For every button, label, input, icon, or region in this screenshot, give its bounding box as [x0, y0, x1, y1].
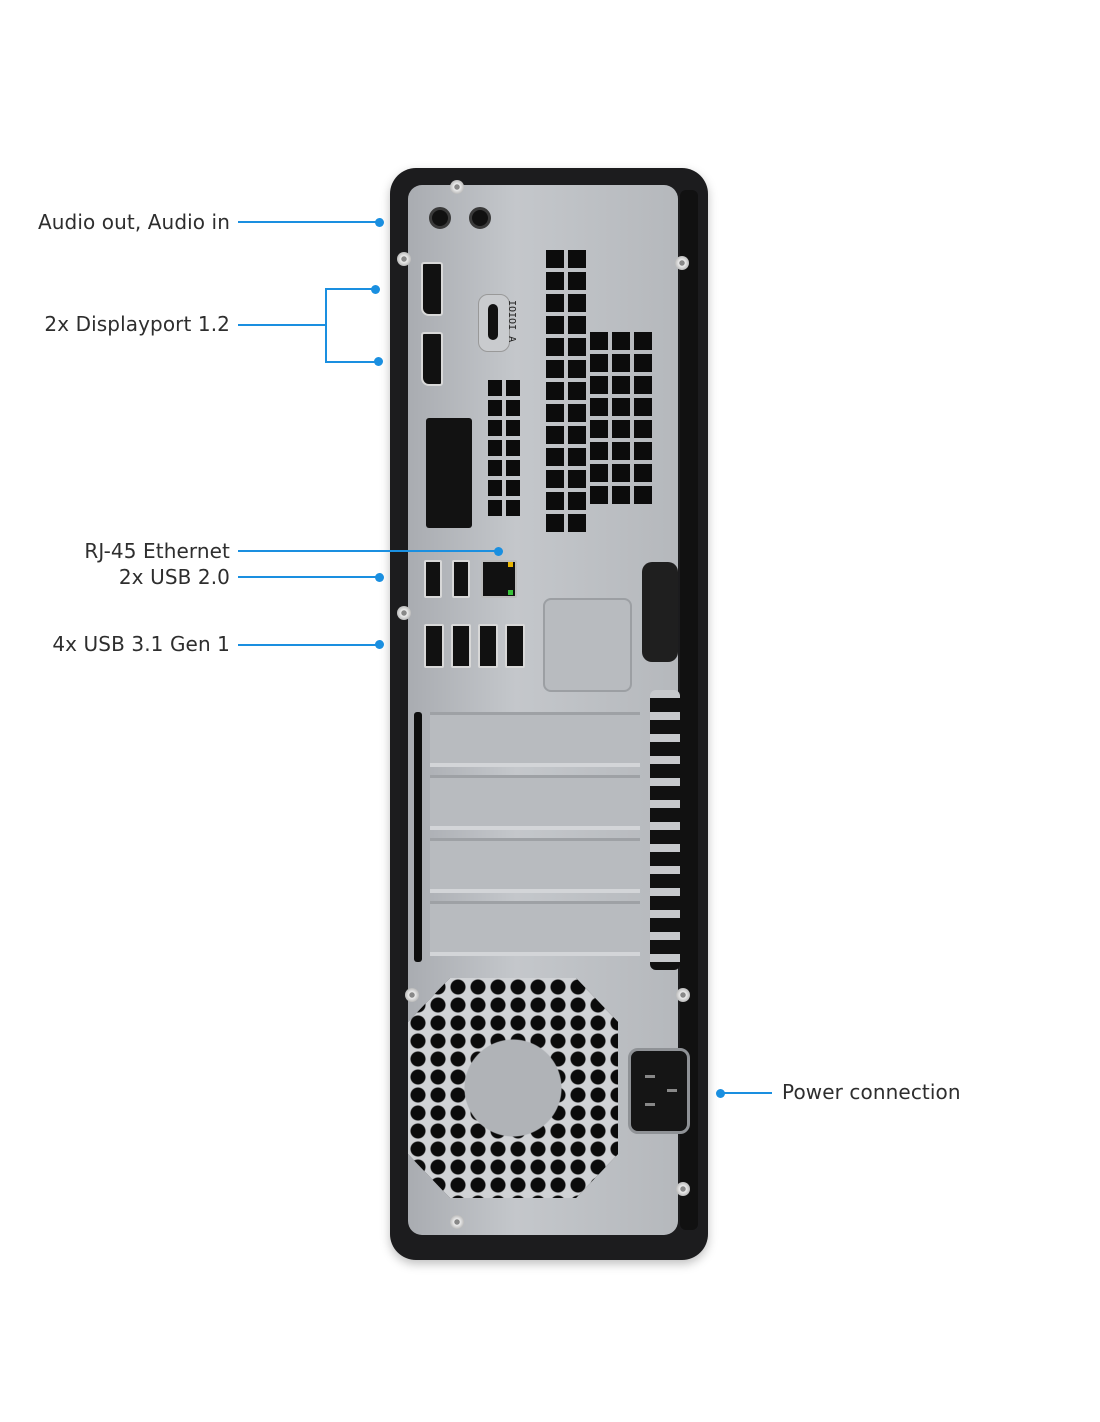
- callout-line-usb2: [238, 576, 379, 578]
- cover-latch: [642, 562, 678, 662]
- callout-line-audio: [238, 221, 379, 223]
- callout-dot-usb3: [375, 640, 384, 649]
- callout-label-power: Power connection: [782, 1080, 961, 1104]
- psu-fan-grille: [408, 978, 618, 1198]
- displayport-2: [421, 332, 443, 386]
- audio-in-jack: [469, 207, 491, 229]
- screw-icon: [676, 1182, 690, 1196]
- usb3-port-2: [451, 624, 471, 668]
- option-port-cover: [426, 418, 472, 528]
- callout-line-usb3: [238, 644, 379, 646]
- callout-line-ethernet: [238, 550, 498, 552]
- callout-line-displayport-top: [325, 288, 375, 290]
- screw-icon: [397, 252, 411, 266]
- callout-dot-audio: [375, 218, 384, 227]
- expansion-slot-cover: [430, 712, 640, 767]
- slot-retainer: [414, 712, 422, 962]
- screw-icon: [450, 1215, 464, 1229]
- callout-label-audio: Audio out, Audio in: [37, 210, 230, 234]
- screw-icon: [676, 988, 690, 1002]
- usb2-port-2: [452, 560, 470, 598]
- expansion-slot-cover: [430, 901, 640, 956]
- vent-grid: [488, 380, 520, 516]
- expansion-slot-cover: [430, 775, 640, 830]
- slot-vent-strip: [650, 690, 680, 970]
- callout-label-usb3: 4x USB 3.1 Gen 1: [52, 632, 230, 656]
- usb3-port-1: [424, 624, 444, 668]
- audio-out-jack: [429, 207, 451, 229]
- vent-grid: [590, 332, 652, 504]
- vent-grid: [546, 250, 586, 532]
- callout-label-ethernet: RJ-45 Ethernet: [84, 539, 230, 563]
- callout-line-displayport-bottom: [325, 361, 377, 363]
- screw-icon: [675, 256, 689, 270]
- screw-icon: [397, 606, 411, 620]
- callout-dot-displayport-1: [371, 285, 380, 294]
- callout-dot-displayport-2: [374, 357, 383, 366]
- callout-label-usb2: 2x USB 2.0: [118, 565, 230, 589]
- mounting-bracket: [543, 598, 632, 692]
- callout-line-displayport: [238, 324, 326, 326]
- callout-dot-ethernet: [494, 547, 503, 556]
- usb3-port-3: [478, 624, 498, 668]
- expansion-slot-cover: [430, 838, 640, 893]
- callout-bracket-displayport: [325, 288, 327, 362]
- serial-port-marking: IOIOI A: [506, 300, 517, 343]
- screw-icon: [450, 180, 464, 194]
- callout-label-displayport: 2x Displayport 1.2: [44, 312, 230, 336]
- usb2-port-1: [424, 560, 442, 598]
- chassis-right-rail: [680, 190, 698, 1230]
- displayport-1: [421, 262, 443, 316]
- usb-c-port: [488, 304, 498, 340]
- power-connector-iec: [628, 1048, 690, 1134]
- screw-icon: [405, 988, 419, 1002]
- callout-line-power: [720, 1092, 772, 1094]
- rj45-led-activity: [508, 562, 513, 567]
- callout-dot-usb2: [375, 573, 384, 582]
- usb3-port-4: [505, 624, 525, 668]
- rj45-led-link: [508, 590, 513, 595]
